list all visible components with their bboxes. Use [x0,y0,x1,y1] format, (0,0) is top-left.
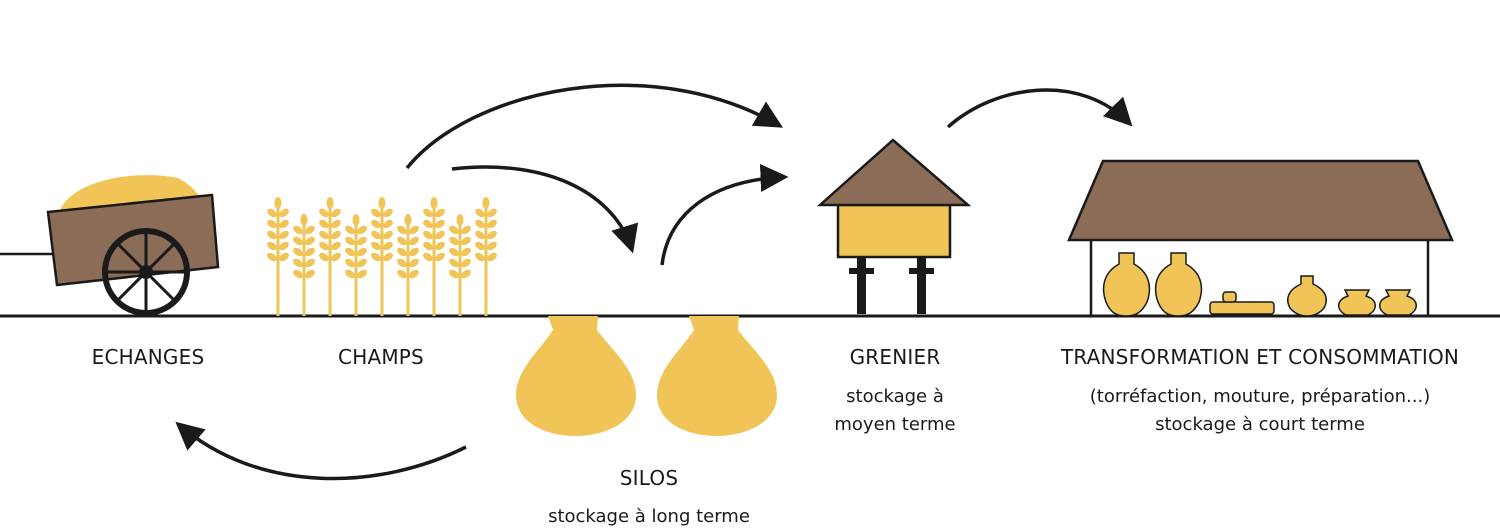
wheat-stalk-icon [423,197,445,316]
wheat-stalk-icon [345,214,367,316]
transformation-subtitle-line1: (torréfaction, mouture, préparation...) [1089,386,1431,407]
grenier-subtitle-line2: moyen terme [834,414,956,435]
grenier-title: GRENIER [849,345,941,369]
arrow-icon [405,83,784,170]
wheat-stalk-icon [397,214,419,316]
grenier-subtitle-line1: stockage à [846,386,944,407]
transformation-title: TRANSFORMATION ET CONSOMMATION [1060,345,1460,369]
transformation-subtitle-line2: stockage à court terme [1155,414,1365,435]
jar-icon [1209,291,1275,315]
cart-icon [0,175,220,316]
wheat-stalk-icon [371,197,393,316]
arrow-icon [451,165,639,254]
arrow-icon [660,164,789,266]
wheat-stalk-icon [449,214,471,316]
silo-pit-icon [516,316,636,436]
wheat-stalk-icon [267,197,289,316]
silos-subtitle: stockage à long terme [548,506,750,527]
wheat-stalk-icon [293,214,315,316]
storehouse-icon [1067,159,1454,317]
arrow-icon [946,88,1133,129]
jar-icon [1287,275,1327,317]
jar-icon [1379,289,1417,316]
jar-icon [1102,252,1151,317]
wheel-icon [102,228,190,316]
jar-icon [1154,252,1203,317]
silos-title: SILOS [619,466,679,490]
wheat-stalk-icon [475,197,497,316]
granary-icon [816,138,972,314]
champs-title: CHAMPS [338,345,424,369]
echanges-title: ECHANGES [91,345,205,369]
silo-pit-icon [657,316,777,436]
wheat-stalk-icon [319,197,341,316]
arrow-icon [175,421,467,481]
jar-icon [1338,289,1376,316]
wheat-field-icon [267,197,497,316]
